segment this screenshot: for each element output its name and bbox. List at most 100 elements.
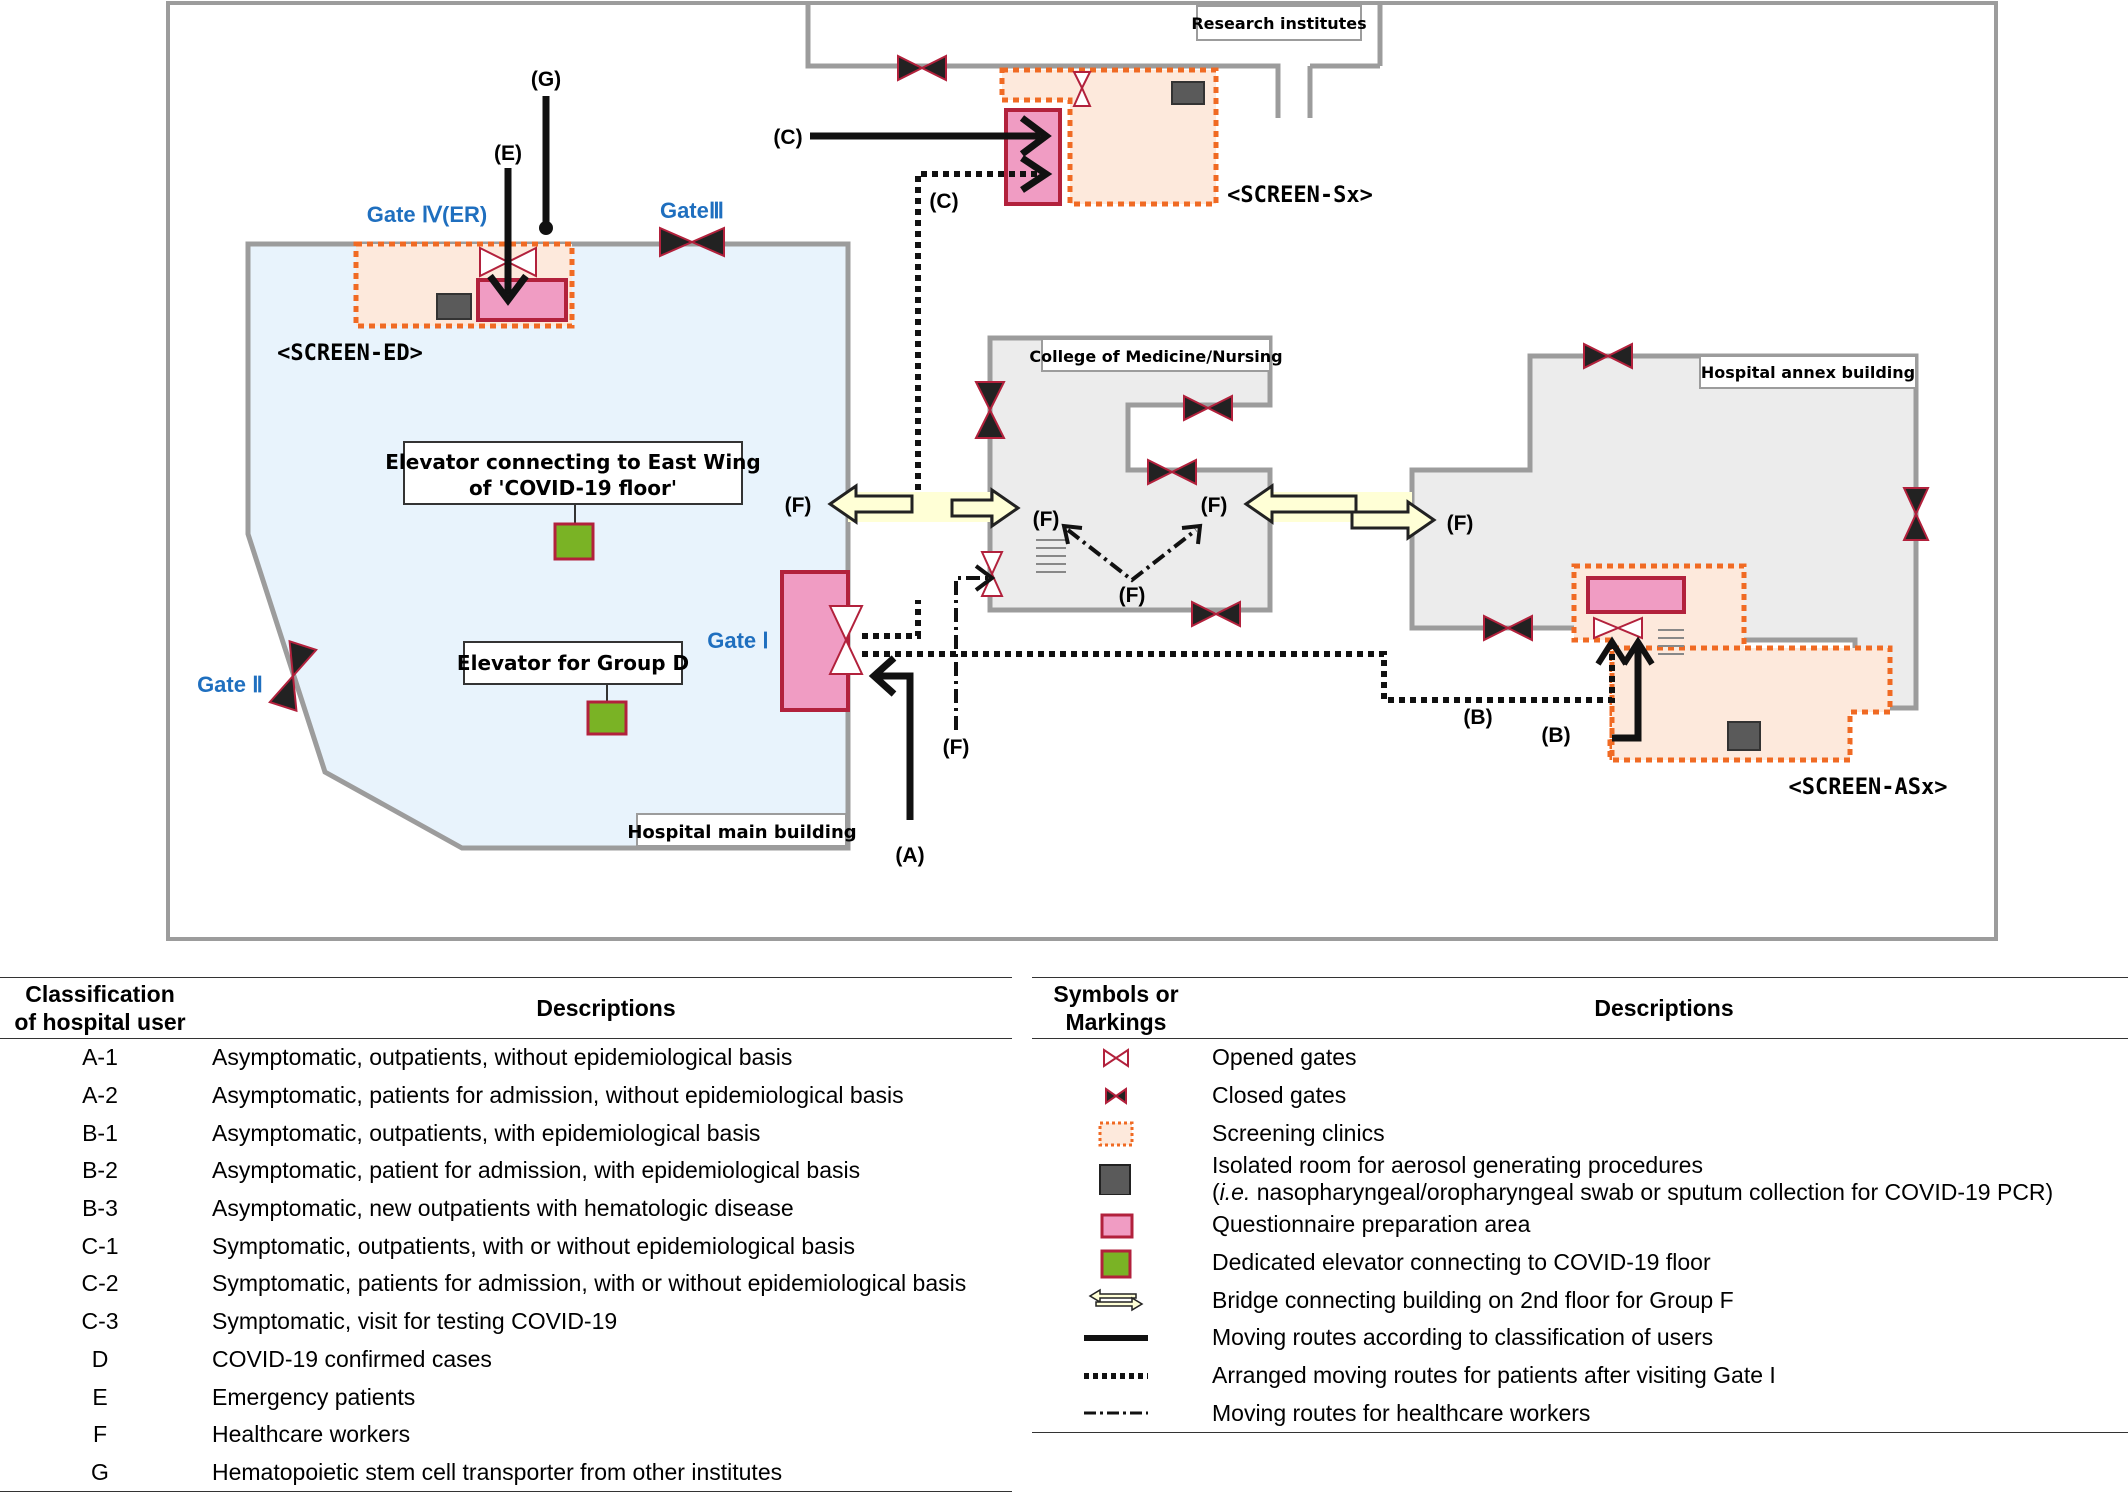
- user-code: B-1: [82, 1119, 118, 1146]
- table-row: Screening clinics: [1032, 1114, 2128, 1152]
- symbol-cell: [1032, 1244, 1200, 1282]
- closed-gate-annex-3: [1483, 614, 1533, 642]
- research-institutes-label: Research institutes: [1191, 14, 1366, 33]
- symbol-description-text: Isolated room for aerosol generating pro…: [1212, 1152, 1703, 1179]
- user-code: C-1: [81, 1232, 119, 1259]
- user-description: Emergency patients: [212, 1383, 416, 1410]
- user-code: E: [92, 1383, 108, 1410]
- user-classification-table: Classification of hospital user Descript…: [0, 977, 1012, 1493]
- table-row: C-2 Symptomatic, patients for admission, …: [0, 1265, 1012, 1303]
- symbol-cell: [1032, 1357, 1200, 1395]
- main-building-label: Hospital main building: [627, 822, 856, 843]
- symbol-description: Closed gates: [1200, 1077, 2128, 1115]
- screen-sx-label: <SCREEN-Sx>: [1227, 183, 1373, 208]
- user-code: A-2: [82, 1082, 118, 1109]
- isolated-room-ed: [436, 293, 472, 320]
- bridge-arrow-right: [950, 487, 1021, 529]
- campus-boundary: [166, 1, 1998, 941]
- user-code: A-1: [82, 1044, 118, 1071]
- closed-gate-college-2: [1183, 394, 1233, 422]
- user-description: Symptomatic, patients for admission, wit…: [212, 1270, 967, 1297]
- route-b-solid: [1612, 646, 1642, 742]
- symbol-description-text: Arranged moving routes for patients afte…: [1212, 1362, 1776, 1389]
- symbol-description: Moving routes for healthcare workers: [1200, 1394, 2128, 1434]
- ventilation-lines-asx: [1658, 629, 1684, 655]
- screen-ed-label: <SCREEN-ED>: [277, 341, 423, 366]
- closed-gate-2: [268, 639, 318, 713]
- elevator-icon: [1100, 1249, 1132, 1279]
- route-c-label-1: (C): [773, 126, 802, 149]
- user-description: Asymptomatic, patient for admission, wit…: [212, 1157, 861, 1184]
- closed-gate-icon: [1105, 1086, 1127, 1105]
- table-row: B-1 Asymptomatic, outpatients, with epide…: [0, 1114, 1012, 1152]
- symbol-cell: [1032, 1281, 1200, 1319]
- questionnaire-area-icon: [1100, 1213, 1134, 1239]
- table-row: Closed gates: [1032, 1077, 2128, 1115]
- route-f-label-5: (F): [785, 494, 812, 517]
- user-code: C-2: [81, 1270, 119, 1297]
- user-description: COVID-19 confirmed cases: [212, 1345, 492, 1372]
- questionnaire-area-ed: [476, 278, 568, 322]
- symbol-cell: [1032, 1039, 1200, 1077]
- bridge-icon: [1088, 1288, 1144, 1312]
- route-a-label: (A): [895, 844, 924, 867]
- route-g-label: (G): [531, 68, 561, 91]
- isolated-room-sx: [1171, 81, 1205, 105]
- symbol-description: Bridge connecting building on 2nd floor …: [1200, 1281, 2128, 1319]
- route-f-label-1: (F): [943, 736, 970, 759]
- closed-gate-annex-2: [1902, 487, 1930, 541]
- route-c-dotted: [915, 171, 1040, 490]
- symbol-description: Questionnaire preparation area: [1200, 1206, 2128, 1244]
- dotted-route-icon: [1084, 1372, 1148, 1379]
- closed-gate-college-3: [1147, 458, 1197, 486]
- route-e-label: (E): [494, 142, 522, 165]
- route-b-label-2: (B): [1541, 724, 1570, 747]
- user-code: B-3: [82, 1195, 118, 1222]
- user-description: Asymptomatic, outpatients, without epide…: [212, 1044, 793, 1071]
- symbol-description: Arranged moving routes for patients afte…: [1200, 1357, 2128, 1395]
- elevator-group-d-label: Elevator for Group D: [457, 651, 689, 675]
- open-gate-er: [479, 246, 537, 278]
- user-code: D: [91, 1345, 109, 1372]
- user-description: Healthcare workers: [212, 1421, 411, 1448]
- questionnaire-area-asx: [1586, 576, 1686, 614]
- gate-4-label: Gate Ⅳ(ER): [367, 202, 488, 227]
- screen-asx-label: <SCREEN-ASx>: [1789, 775, 1948, 800]
- symbol-description-text: Opened gates: [1212, 1044, 1357, 1071]
- bridge-arrow-left: [827, 483, 914, 525]
- symbols-table: Symbols or Markings Descriptions Opened …: [1032, 977, 2128, 1434]
- user-description: Symptomatic, visit for testing COVID-19: [212, 1308, 618, 1335]
- user-description: Asymptomatic, outpatients, with epidemio…: [212, 1119, 761, 1146]
- symbol-description: Dedicated elevator connecting to COVID-1…: [1200, 1244, 2128, 1282]
- route-f-label-6: (F): [1447, 512, 1474, 535]
- research-institutes-wall: [805, 3, 1281, 118]
- open-gate-1: [828, 605, 864, 675]
- symbol-cell: [1032, 1206, 1200, 1244]
- table-row: Moving routes for healthcare workers: [1032, 1394, 2128, 1434]
- symbol-description-text: Screening clinics: [1212, 1119, 1385, 1146]
- gate-3-label: GateⅢ: [660, 198, 724, 223]
- route-c-label-2: (C): [929, 190, 958, 213]
- closed-gate-college-4: [1191, 600, 1241, 628]
- ventilation-lines-college: [1036, 539, 1066, 573]
- bridge-arrow-annex-left: [1243, 483, 1358, 525]
- opened-gate-icon: [1103, 1047, 1129, 1068]
- symbol-description-text: Bridge connecting building on 2nd floor …: [1212, 1286, 1734, 1313]
- isolated-room-asx: [1727, 721, 1761, 751]
- symbol-cell: [1032, 1319, 1200, 1357]
- table-row: Arranged moving routes for patients afte…: [1032, 1357, 2128, 1395]
- user-description: Asymptomatic, new outpatients with hemat…: [212, 1195, 794, 1222]
- symbol-description-text: Moving routes according to classificatio…: [1212, 1324, 1714, 1351]
- route-f-dashdot: [954, 576, 990, 730]
- symbol-description-text: Moving routes for healthcare workers: [1212, 1399, 1591, 1426]
- screening-clinic-icon: [1098, 1121, 1134, 1147]
- closed-gate-research: [897, 54, 947, 82]
- symbol-description-text-2: nasopharyngeal/oropharyngeal swab or spu…: [1250, 1179, 2054, 1206]
- table-row: A-1 Asymptomatic, outpatients, without ep…: [0, 1039, 1012, 1077]
- hospital-main-building: [245, 241, 851, 851]
- user-code: F: [92, 1421, 108, 1448]
